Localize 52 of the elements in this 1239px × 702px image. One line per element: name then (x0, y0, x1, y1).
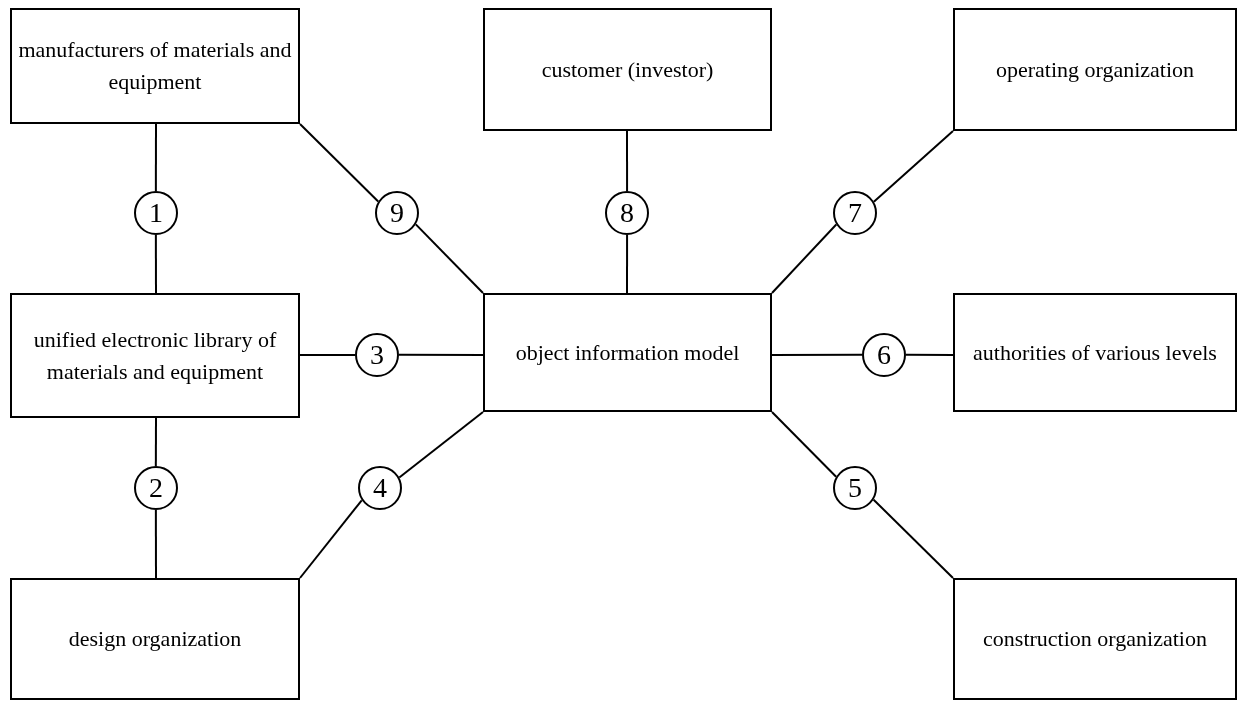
callout-number: 2 (149, 474, 163, 502)
box-label: design organization (67, 625, 243, 654)
box-label: manufacturers of materials and equipment (17, 36, 293, 96)
callout-number: 3 (370, 341, 384, 369)
connector-line (299, 354, 356, 357)
callout-number: 5 (848, 474, 862, 502)
number-circle (605, 191, 649, 235)
connector-line (771, 411, 838, 478)
number-circle (134, 466, 178, 510)
connector-line (771, 223, 838, 294)
box-label: object information model (514, 338, 741, 367)
process-box (483, 8, 772, 131)
number-circle (833, 191, 877, 235)
process-box (10, 578, 300, 700)
connector-line (905, 353, 954, 356)
process-box (10, 8, 300, 124)
connector-line (154, 123, 157, 192)
connector-line (414, 223, 484, 294)
number-circle (358, 466, 402, 510)
connector-line (626, 234, 629, 294)
process-box (483, 293, 772, 412)
callout-number: 4 (373, 474, 387, 502)
box-label: unified electronic library of materials and equipment (32, 325, 278, 386)
connector-line (771, 353, 863, 356)
process-box (953, 578, 1237, 700)
process-box (953, 293, 1237, 412)
callout-number: 8 (620, 199, 634, 227)
box-label: construction organization (982, 625, 1208, 654)
connector-line (626, 130, 629, 192)
connector-line (872, 130, 954, 203)
connector-line (154, 417, 157, 467)
callout-number: 9 (390, 199, 404, 227)
number-circle (375, 191, 419, 235)
number-circle (862, 333, 906, 377)
box-label: operating organization (994, 55, 1196, 84)
number-circle (355, 333, 399, 377)
connector-line (154, 509, 157, 579)
number-circle (833, 466, 877, 510)
number-circle (134, 191, 178, 235)
box-label: customer (investor) (540, 55, 715, 84)
box-label: authorities of various levels (972, 338, 1218, 367)
connector-line (154, 234, 157, 294)
callout-number: 7 (848, 199, 862, 227)
connector-line (398, 411, 484, 479)
connector-line (872, 498, 954, 579)
process-box (10, 293, 300, 418)
connector-line (299, 123, 380, 203)
connector-line (299, 499, 363, 579)
process-box (953, 8, 1237, 131)
callout-number: 1 (149, 199, 163, 227)
callout-number: 6 (877, 341, 891, 369)
connector-line (398, 353, 484, 356)
